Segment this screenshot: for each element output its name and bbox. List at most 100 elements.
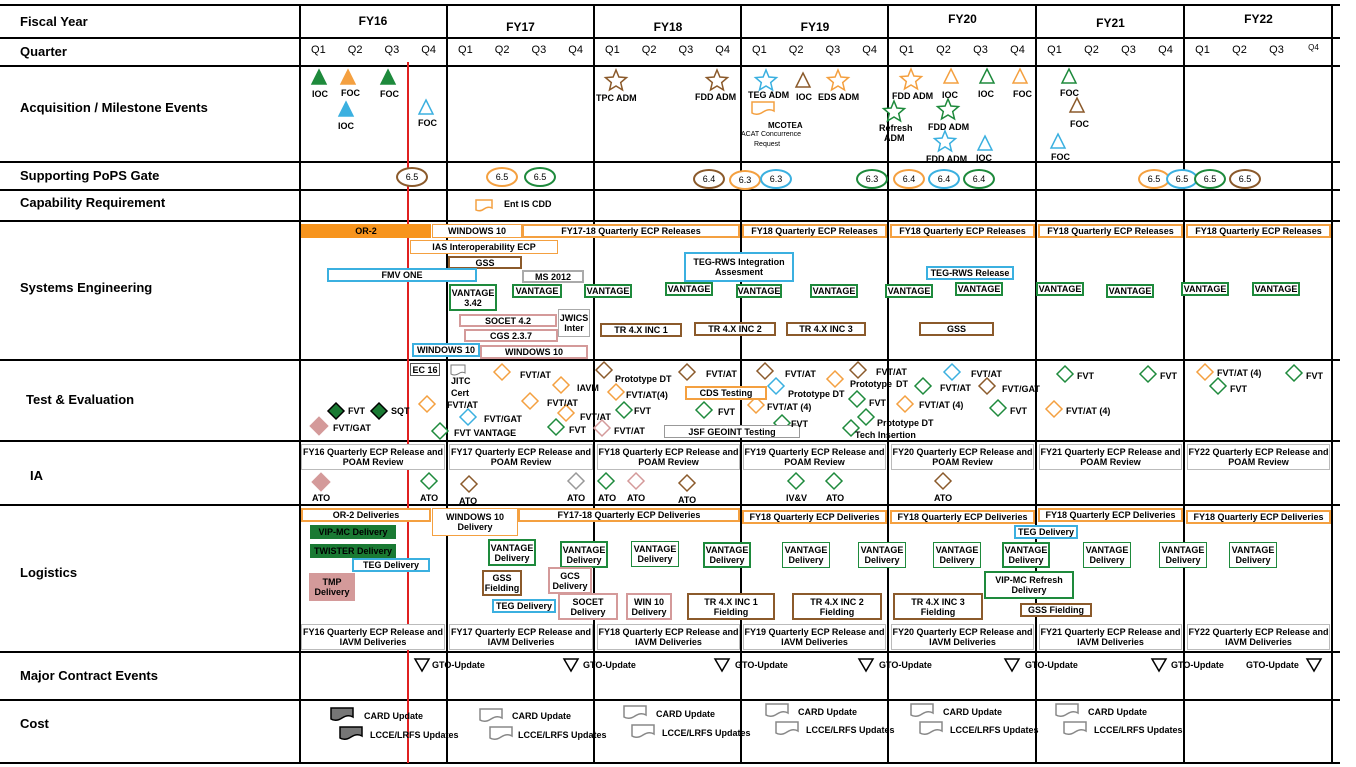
log-teg-delivery-1: TEG Delivery (352, 558, 430, 572)
ia-ato-2: ATO (420, 493, 439, 503)
se-fy18-ecp-1: FY18 Quarterly ECP Releases (742, 224, 887, 238)
ia-ato-6: ATO (627, 493, 646, 503)
te-iavm: IAVM (577, 383, 599, 393)
se-fmv-one: FMV ONE (327, 268, 477, 282)
quarter-label: Q1 (1047, 44, 1062, 56)
te-ec16: EC 16 (410, 363, 440, 376)
se-vantage-342: VANTAGE 3.42 (449, 284, 497, 311)
quarter-label: Q1 (899, 44, 914, 56)
te-cds-testing: CDS Testing (685, 386, 767, 400)
row-label-cost: Cost (20, 716, 49, 731)
log-fy22-iavm: FY22 Quarterly ECP Release and IAVM Deli… (1187, 624, 1330, 650)
acq-refresh-adm: ADM (884, 133, 905, 143)
se-jwics: JWICS Inter (558, 309, 590, 337)
ia-ato-5: ATO (598, 493, 617, 503)
se-or2-bar: OR-2 (301, 224, 431, 238)
log-vantage-4: VANTAGE Delivery (703, 542, 751, 568)
capability-ent-is-cdd: Ent IS CDD (504, 199, 552, 209)
year-header-fy16: FY16 (358, 14, 388, 28)
te-fvtat4: FVT/AT(4) (626, 390, 668, 400)
cost-card-2: CARD Update (512, 711, 572, 721)
se-tr-inc1: TR 4.X INC 1 (600, 323, 682, 337)
ia-ato-9: ATO (934, 493, 953, 503)
pops-gate-5: 6.3 (729, 170, 761, 190)
quarter-label: Q2 (1084, 44, 1099, 56)
te-fvtat-3: FVT/AT (547, 398, 578, 408)
acq-ioc-6: IOC (976, 153, 993, 163)
log-vantage-1: VANTAGE Delivery (488, 539, 536, 566)
se-ias-interop: IAS Interoperability ECP (410, 240, 558, 254)
te-fvtat-5: FVT/AT (614, 426, 645, 436)
acq-foc-1: FOC (341, 88, 360, 98)
quarter-label: Q2 (494, 44, 510, 56)
cost-card-3: CARD Update (656, 709, 716, 719)
pops-gate-2: 6.5 (486, 167, 518, 187)
se-vantage-9: VANTAGE (1106, 284, 1154, 298)
se-socet: SOCET 4.2 (459, 314, 557, 327)
acq-ioc-2: IOC (338, 121, 355, 131)
pops-gate-10: 6.4 (963, 169, 995, 189)
quarter-label: Q1 (458, 44, 473, 56)
log-vantage-10: VANTAGE Delivery (1159, 542, 1207, 568)
te-fvt-10: FVT (1230, 384, 1247, 394)
te-fvt-11: FVT (1306, 371, 1323, 381)
log-fy1718: FY17-18 Quarterly ECP Deliveries (518, 508, 740, 522)
quarter-label: Q4 (421, 44, 436, 56)
quarter-label: Q1 (1195, 44, 1210, 56)
acq-request: Request (754, 141, 781, 148)
log-vantage-9: VANTAGE Delivery (1083, 542, 1131, 568)
acq-ioc-5: IOC (978, 89, 995, 99)
acq-foc-2: FOC (380, 89, 399, 99)
cost-lcce-2: LCCE/LRFS Updates (518, 730, 607, 740)
te-tech-insertion: Tech Insertion (855, 430, 916, 440)
cost-card-5: CARD Update (943, 707, 1003, 717)
contract-gto-7: GTO-Update (1246, 660, 1299, 670)
te-fvtat4-d: FVT/AT (4) (1066, 406, 1111, 416)
te-fvtat-9: FVT/AT (971, 369, 1002, 379)
log-tr-inc1-fielding: TR 4.X INC 1 Fielding (687, 593, 775, 620)
row-label-test: Test & Evaluation (26, 392, 135, 407)
te-fvtat-2: FVT/AT (520, 370, 551, 380)
acq-mcotea: MCOTEA (768, 121, 803, 130)
te-cert: Cert (451, 388, 470, 398)
te-fvt-4: FVT (718, 407, 735, 417)
acq-fdd-adm-3: FDD ADM (928, 122, 970, 132)
te-fvtgat-3: FVT/GAT (1002, 384, 1040, 394)
contract-gto-4: GTO-Update (879, 660, 932, 670)
te-prototype-dt-3: Prototype DT (877, 418, 934, 428)
te-fvtat-10: FVT/AT (940, 383, 971, 393)
row-label-contract: Major Contract Events (20, 668, 158, 683)
row-label-ia: IA (30, 468, 43, 483)
acq-tpc-adm: TPC ADM (596, 93, 637, 103)
se-windows10-blue: WINDOWS 10 (412, 343, 480, 357)
se-ms2012: MS 2012 (522, 270, 584, 283)
log-fy18-4: FY18 Quarterly ECP Deliveries (1186, 510, 1331, 524)
te-fvtgat-1: FVT/GAT (333, 423, 371, 433)
se-vantage-6: VANTAGE (885, 284, 933, 298)
log-fy18-3: FY18 Quarterly ECP Deliveries (1038, 508, 1183, 522)
log-vipmc-refresh: VIP-MC Refresh Delivery (984, 571, 1074, 599)
ia-fy22: FY22 Quarterly ECP Release and POAM Revi… (1187, 444, 1330, 470)
te-jsf-geoint: JSF GEOINT Testing (664, 425, 800, 438)
row-label-pops: Supporting PoPS Gate (20, 168, 160, 183)
quarter-label: Q4 (1308, 43, 1319, 52)
log-vantage-3: VANTAGE Delivery (631, 541, 679, 567)
cost-lcce-5: LCCE/LRFS Updates (950, 725, 1039, 735)
se-vantage-4: VANTAGE (736, 284, 782, 298)
te-prototype-1: Prototype (850, 379, 893, 389)
te-fvtat4-c: FVT/AT (4) (919, 400, 964, 410)
contract-gto-3: GTO-Update (735, 660, 788, 670)
log-vantage-5: VANTAGE Delivery (782, 542, 830, 568)
se-vantage-8: VANTAGE (1036, 282, 1084, 296)
log-twister-delivery: TWISTER Delivery (310, 544, 396, 558)
year-header-fy22: FY22 (1244, 12, 1273, 26)
quarter-label: Q4 (1158, 44, 1173, 56)
se-vantage-11: VANTAGE (1252, 282, 1300, 296)
te-fvt-6: FVT (869, 398, 886, 408)
quarter-label: Q1 (311, 44, 326, 56)
row-label-quarter: Quarter (20, 44, 67, 59)
year-header-fy19: FY19 (800, 20, 830, 34)
row-label-systems: Systems Engineering (20, 280, 153, 295)
se-vantage-7: VANTAGE (955, 282, 1003, 296)
